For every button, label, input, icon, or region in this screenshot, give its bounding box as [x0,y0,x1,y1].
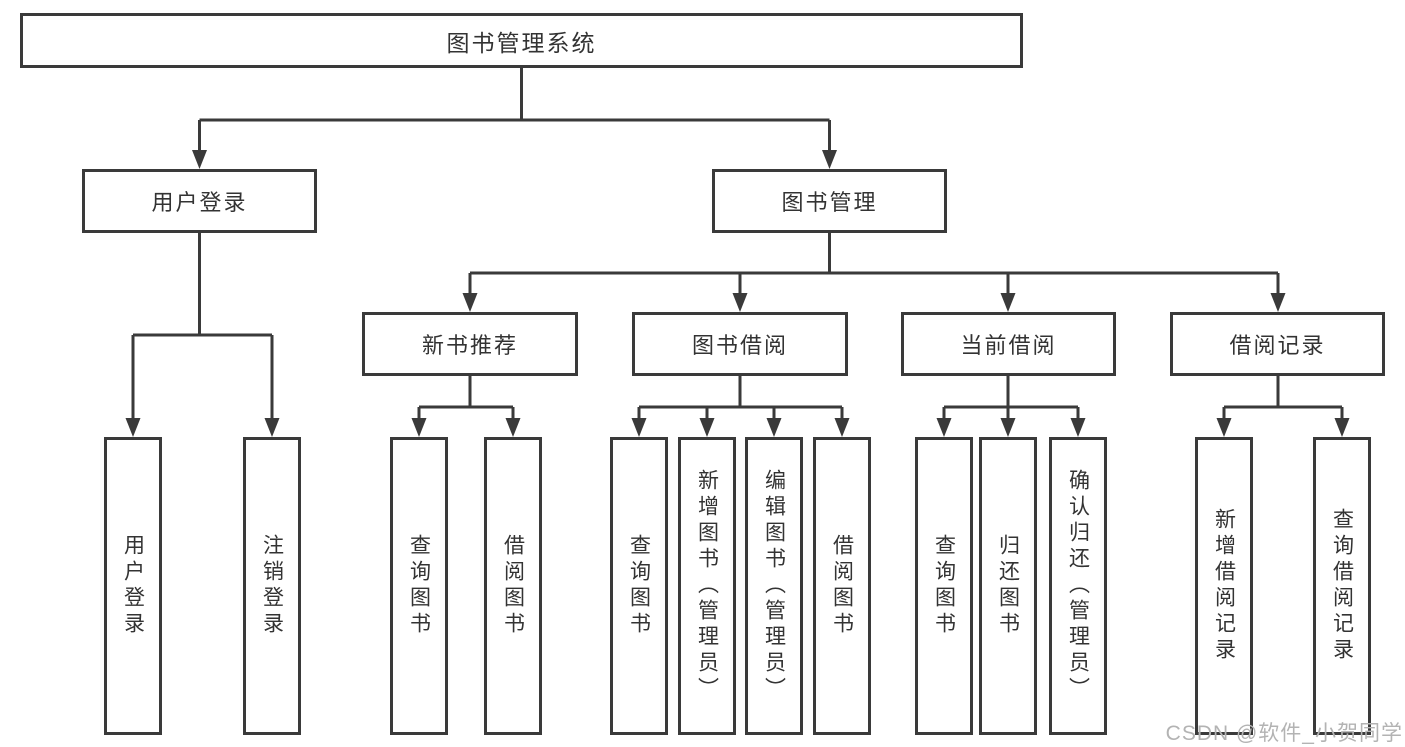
node-new-book-recommend: 新书推荐 [362,312,578,376]
node-label: 注销登录 [260,534,284,638]
node-label: 查询图书 [627,534,651,638]
leaf-query-books-borrow: 查询图书 [610,437,668,735]
arrowheads [125,150,1350,437]
node-label: 查询借阅记录 [1330,508,1354,664]
node-label: 借阅图书 [830,534,854,638]
arrow-down-icon [462,293,478,312]
leaf-borrow-books: 借阅图书 [813,437,871,735]
node-label: 图书管理系统 [446,29,597,56]
arrow-down-icon [125,418,141,437]
node-label: 用户登录 [151,190,248,215]
node-label: 归还图书 [996,534,1020,638]
arrow-down-icon [1000,293,1016,312]
arrow-down-icon [1270,293,1286,312]
node-label: 新增图书（管理员） [695,469,719,703]
arrow-down-icon [1334,418,1350,437]
csdn-watermark: CSDN @软件_小贺同学 [1165,722,1403,745]
leaf-logout: 注销登录 [243,437,301,735]
node-library-management-system: 图书管理系统 [20,13,1023,68]
node-borrow-records: 借阅记录 [1170,312,1385,376]
arrow-down-icon [732,293,748,312]
leaf-query-borrow-record: 查询借阅记录 [1313,437,1371,735]
node-label: 借阅图书 [501,534,525,638]
leaf-confirm-return-admin: 确认归还（管理员） [1049,437,1107,735]
node-label: 编辑图书（管理员） [762,469,786,703]
arrow-down-icon [1070,418,1086,437]
leaf-edit-book-admin: 编辑图书（管理员） [745,437,803,735]
node-current-borrow: 当前借阅 [901,312,1116,376]
leaf-return-book: 归还图书 [979,437,1037,735]
node-label: 借阅记录 [1229,333,1326,358]
leaf-borrow-books-recommend: 借阅图书 [484,437,542,735]
node-book-borrow: 图书借阅 [632,312,848,376]
leaf-add-book-admin: 新增图书（管理员） [678,437,736,735]
connector-paths [131,68,1344,420]
arrow-down-icon [822,150,837,169]
arrow-down-icon [505,418,521,437]
node-label: 图书借阅 [691,333,788,358]
node-label: 查询图书 [407,534,431,638]
arrow-down-icon [834,418,850,437]
arrow-down-icon [631,418,647,437]
node-label: 新书推荐 [421,333,518,358]
leaf-add-borrow-record: 新增借阅记录 [1195,437,1253,735]
node-label: 查询图书 [932,534,956,638]
node-label: 当前借阅 [960,333,1057,358]
leaf-user-login: 用户登录 [104,437,162,735]
node-label: 用户登录 [121,534,145,638]
arrow-down-icon [1000,418,1016,437]
leaf-query-books-recommend: 查询图书 [390,437,448,735]
node-label: 新增借阅记录 [1212,508,1236,664]
arrow-down-icon [1216,418,1232,437]
arrow-down-icon [264,418,280,437]
node-book-management: 图书管理 [712,169,947,233]
arrow-down-icon [766,418,782,437]
node-user-login: 用户登录 [82,169,317,233]
arrow-down-icon [411,418,427,437]
node-label: 图书管理 [781,190,878,215]
leaf-query-books-current: 查询图书 [915,437,973,735]
node-label: 确认归还（管理员） [1066,469,1090,703]
arrow-down-icon [699,418,715,437]
arrow-down-icon [192,150,207,169]
arrow-down-icon [936,418,952,437]
